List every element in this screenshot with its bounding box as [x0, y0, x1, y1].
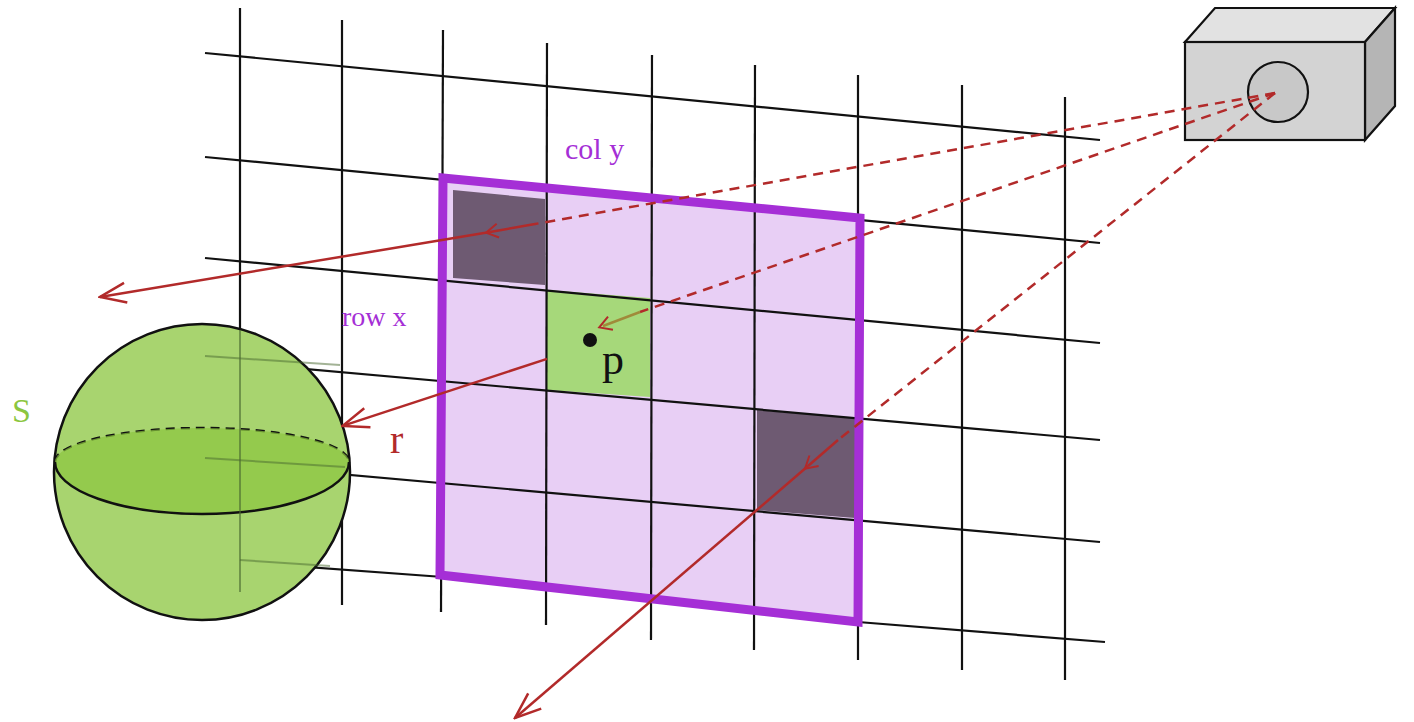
sphere [54, 324, 350, 620]
point-label: p [602, 338, 624, 382]
sphere-label: S [12, 394, 31, 428]
ray-label: r [388, 420, 405, 460]
column-label: col y [565, 134, 624, 164]
pixel-grid [205, 8, 1105, 680]
camera [1185, 8, 1395, 140]
row-label: row x [342, 303, 407, 331]
green-pixel [547, 290, 650, 397]
dark-pixel [453, 190, 545, 285]
camera-rays [100, 93, 1275, 718]
ray-connector [343, 359, 547, 426]
point-dot [583, 333, 597, 347]
pixel-region: col yrow xp [440, 176, 862, 626]
region-border [440, 178, 860, 622]
sphere-node: S [54, 324, 350, 620]
pixel-cell: p [547, 290, 650, 394]
dark-pixel [757, 410, 855, 518]
